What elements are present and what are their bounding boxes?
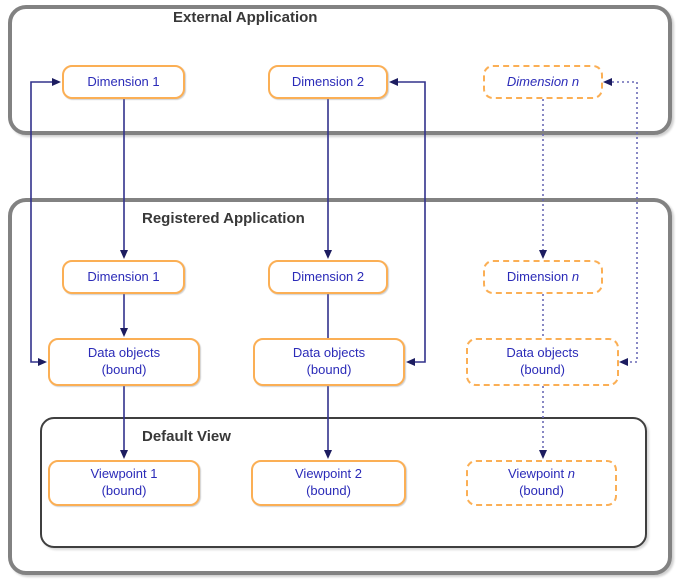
node-label: Dimension n: [507, 269, 579, 286]
arrowhead-down-icon: [120, 450, 128, 459]
node-viewpoint-1: Viewpoint 1 (bound): [48, 460, 200, 506]
node-viewpoint-2: Viewpoint 2 (bound): [251, 460, 406, 506]
arrowhead-down-icon: [120, 328, 128, 337]
node-viewpoint-n: Viewpoint n (bound): [466, 460, 617, 506]
connector-dataobjects2-ext-dim2-bracket: [398, 81, 426, 363]
arrowhead-left-icon: [406, 358, 415, 366]
registered-application-title: Registered Application: [142, 210, 305, 227]
connector-dataobjectsn-ext-dimn-bracket: [612, 81, 638, 363]
node-reg-dimension-1: Dimension 1: [62, 260, 185, 294]
node-sublabel: (bound): [306, 362, 352, 377]
node-label: Dimension 2: [292, 74, 364, 91]
container-external-application: [8, 5, 672, 135]
node-sublabel: (bound): [101, 362, 147, 377]
node-reg-dimension-2: Dimension 2: [268, 260, 388, 294]
label-text: Dimension: [506, 73, 572, 89]
node-label: Data objects: [87, 345, 161, 361]
arrowhead-left-icon: [619, 358, 628, 366]
external-application-title: External Application: [173, 9, 318, 26]
default-view-title: Default View: [142, 428, 231, 445]
node-data-objects-1: Data objects (bound): [48, 338, 200, 386]
node-label: Data objects: [292, 345, 366, 361]
label-text: Dimension: [506, 268, 572, 284]
label-suffix: n: [571, 268, 580, 284]
node-label: Dimension 1: [87, 269, 159, 286]
node-reg-dimension-n: Dimension n: [483, 260, 603, 294]
label-suffix: n: [567, 466, 575, 482]
node-data-objects-2: Data objects (bound): [253, 338, 405, 386]
connectors-column-1: [30, 81, 125, 450]
node-data-objects-n: Data objects (bound): [466, 338, 619, 386]
node-label: Viewpoint 1: [91, 466, 158, 483]
arrowhead-left-icon: [389, 78, 398, 86]
node-sublabel: (bound): [306, 483, 351, 498]
node-label: Data objects: [506, 345, 579, 361]
connectors-column-n: [542, 81, 638, 450]
node-sublabel: (bound): [519, 483, 564, 498]
label-text: Viewpoint: [508, 466, 568, 482]
label-text: Dimension 2: [291, 73, 365, 89]
label-text: Dimension 1: [87, 268, 160, 284]
node-label: Dimension 2: [292, 269, 364, 286]
arrowhead-down-icon: [120, 250, 128, 259]
label-text: Viewpoint 1: [90, 466, 158, 482]
container-default-view: [40, 417, 647, 548]
node-sublabel: (bound): [520, 362, 565, 377]
arrowhead-right-icon: [52, 78, 61, 86]
arrowheads-column-n: [539, 78, 628, 459]
node-label: Dimension n: [507, 74, 579, 91]
arrowhead-down-icon: [324, 250, 332, 259]
node-ext-dimension-2: Dimension 2: [268, 65, 388, 99]
node-label: Viewpoint 2: [295, 466, 362, 483]
node-ext-dimension-n: Dimension n: [483, 65, 603, 99]
arrowhead-down-icon: [324, 450, 332, 459]
arrowhead-down-icon: [539, 450, 547, 459]
node-sublabel: (bound): [101, 483, 147, 498]
node-label: Viewpoint n: [508, 466, 575, 483]
label-text: Dimension 2: [291, 268, 365, 284]
arrowhead-right-icon: [38, 358, 47, 366]
container-registered-application: [8, 198, 672, 575]
arrowhead-down-icon: [539, 250, 547, 259]
label-text: Viewpoint 2: [295, 466, 362, 482]
arrowheads-column-2: [324, 78, 415, 459]
connectors-column-2: [327, 81, 426, 450]
arrowhead-left-icon: [603, 78, 612, 86]
node-label: Dimension 1: [87, 74, 159, 91]
label-text: Dimension 1: [87, 73, 160, 89]
label-suffix: n: [571, 73, 580, 89]
node-ext-dimension-1: Dimension 1: [62, 65, 185, 99]
connector-dataobjects1-ext-dim1-bracket: [30, 81, 52, 363]
arrowheads-column-1: [38, 78, 128, 459]
